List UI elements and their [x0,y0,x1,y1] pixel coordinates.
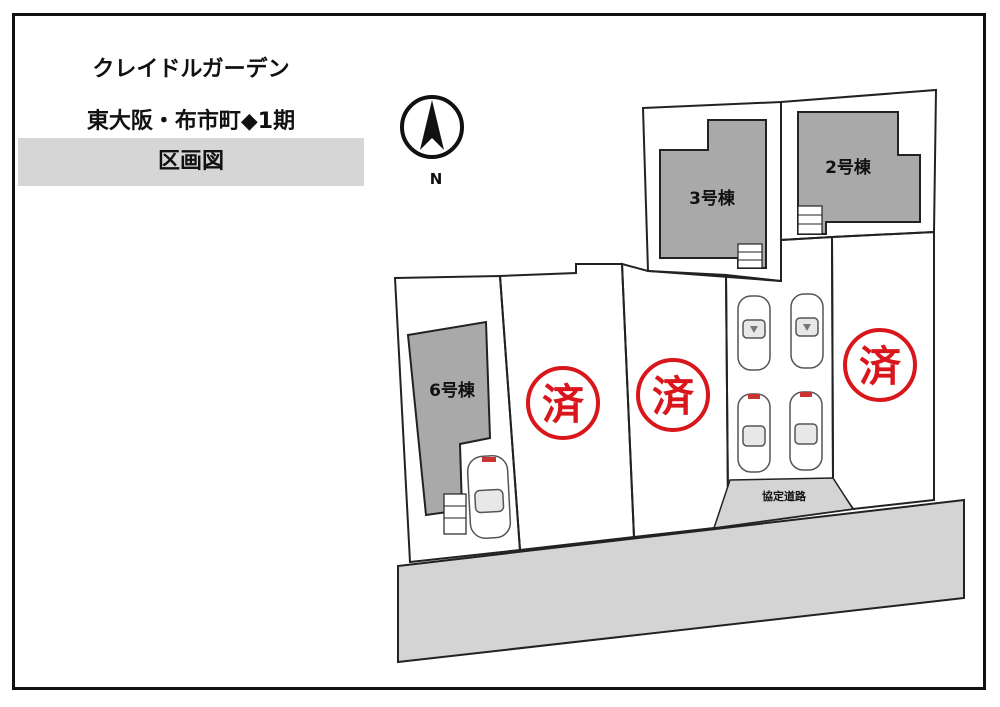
sold-mark-text: 済 [542,380,585,429]
car-icon [790,293,824,369]
plan-frame [12,13,986,690]
north-label: N [430,170,443,188]
sold-mark-text: 済 [652,372,695,421]
building-6: 6号棟 [406,320,492,535]
car-icon [737,295,771,371]
sold-stamp-b: 済 [636,358,710,432]
building-2: 2号棟 [797,111,921,235]
house-2-label: 2号棟 [825,157,872,178]
compass-icon: N [400,95,464,188]
car-icon [737,393,771,473]
private-road [712,477,855,529]
house-3-label: 3号棟 [689,188,736,209]
sold-mark-text: 済 [859,342,902,391]
plan-banner: 区画図 [18,138,364,186]
car-icon [789,391,823,471]
car-icon [466,455,512,539]
property-name: クレイドルガーデン [92,57,290,82]
property-location: 東大阪・布市町◆1期 [86,109,296,134]
private-road-label: 協定道路 [762,489,807,503]
public-road [397,498,965,664]
building-3: 3号棟 [659,119,767,269]
house-6-label: 6号棟 [429,380,476,401]
sold-stamp-c: 済 [843,328,917,402]
sold-stamp-a: 済 [526,366,600,440]
parking-cars [466,293,824,539]
